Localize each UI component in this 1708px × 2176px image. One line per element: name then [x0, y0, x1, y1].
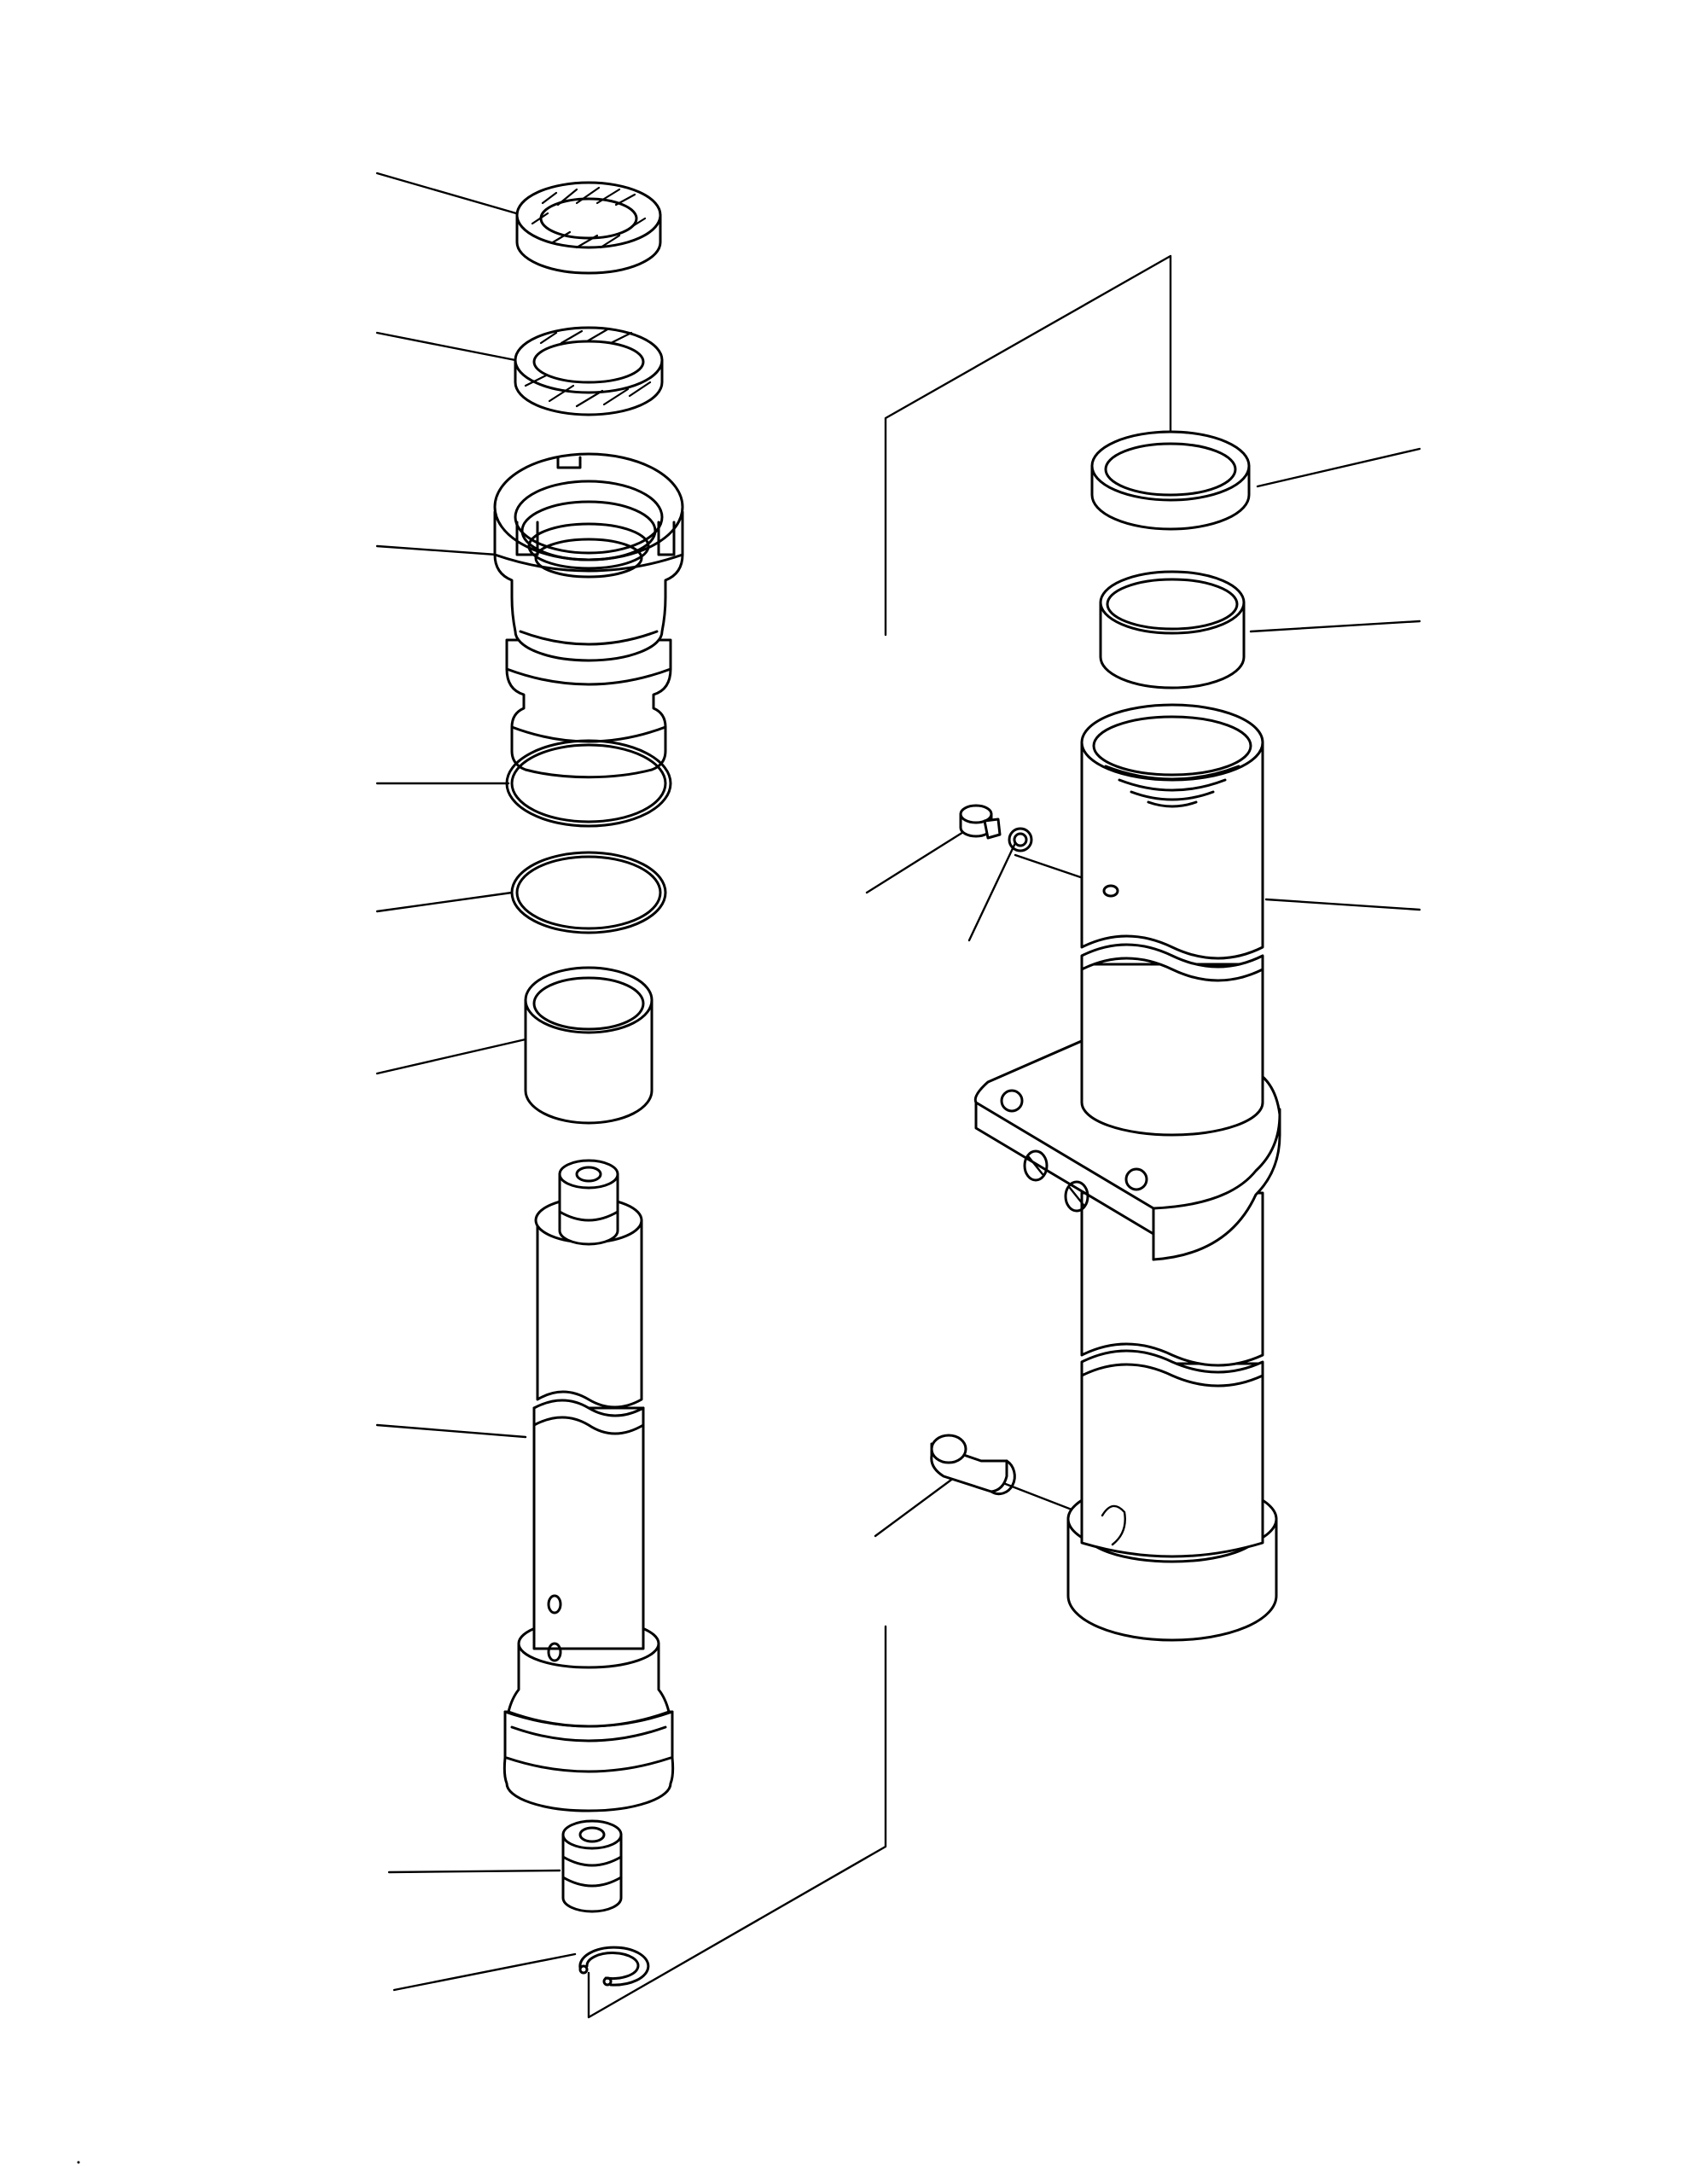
- callout-leader: [375, 891, 514, 913]
- assembly-bracket: [884, 254, 1172, 637]
- cylinder-tube-part: [973, 703, 1281, 1642]
- callout-leader: [967, 841, 1017, 942]
- callout-leader: [1264, 898, 1421, 911]
- callout-leader: [375, 1038, 527, 1075]
- spacer-collar-part: [561, 1819, 623, 1913]
- margin-speck: [77, 2161, 80, 2164]
- callout-leader: [865, 828, 969, 894]
- o-ring-large-part: [505, 739, 672, 828]
- wear-ring-part: [514, 326, 664, 416]
- dust-seal-ring-part: [1090, 430, 1251, 531]
- callout-leader: [392, 1952, 577, 1992]
- callout-leader: [387, 1869, 561, 1874]
- callout-leaders: [375, 172, 1421, 2019]
- plug-bolt-part: [959, 804, 1002, 840]
- assembly-bracket: [587, 1625, 887, 2019]
- callout-leader: [375, 1423, 527, 1439]
- callout-leader: [375, 331, 517, 362]
- callout-leader: [375, 172, 524, 217]
- piston-rod-part: [503, 1159, 675, 1812]
- cylinder-head-part: [493, 452, 684, 779]
- snap-ring-part: [578, 1946, 650, 1987]
- tube-bushing-part: [1099, 570, 1246, 689]
- callout-leader: [874, 1471, 962, 1538]
- callout-leader: [1256, 447, 1421, 488]
- bushing-part: [524, 966, 654, 1125]
- callout-leader: [1249, 620, 1421, 633]
- callout-leader: [375, 544, 498, 556]
- pin-part: [930, 1434, 1016, 1496]
- plug-washer-part: [1008, 827, 1033, 852]
- backup-ring-part: [510, 851, 667, 934]
- rod-packing-seal-part: [515, 181, 662, 275]
